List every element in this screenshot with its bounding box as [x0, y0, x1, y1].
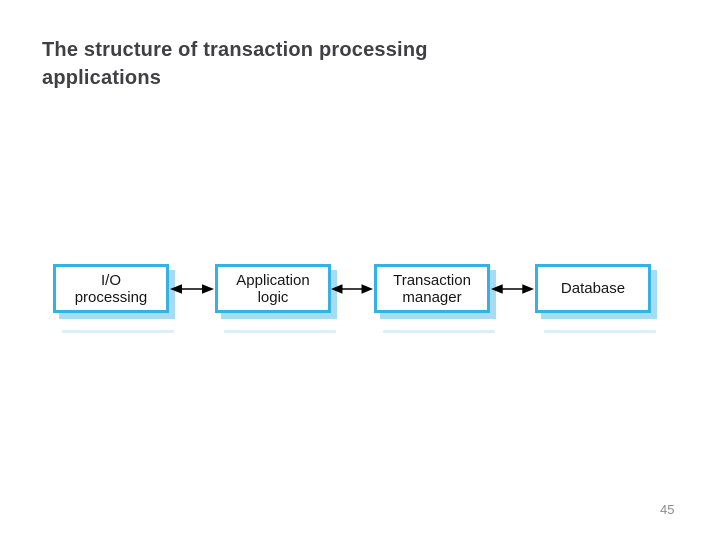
- double-arrow-icon: [331, 284, 373, 294]
- box-reflection-strip: [544, 330, 656, 333]
- diagram-box-io-processing: I/O processing: [53, 264, 169, 313]
- double-arrow-icon: [170, 284, 214, 294]
- box-label-line: processing: [74, 288, 148, 306]
- box-label-line: logic: [257, 288, 289, 306]
- box-label-line: manager: [402, 288, 462, 306]
- box-label-line: Transaction: [393, 271, 471, 289]
- diagram-box-transaction-manager: Transaction manager: [374, 264, 490, 313]
- box-label-line: Database: [560, 280, 626, 297]
- diagram-box-application-logic: Application logic: [215, 264, 331, 313]
- slide-title-line2: applications: [42, 67, 162, 89]
- slide-title: The structure of transaction processing …: [42, 36, 542, 92]
- box-reflection-strip: [224, 330, 336, 333]
- page-number: 45: [660, 502, 675, 517]
- box-reflection-strip: [383, 330, 495, 333]
- box-reflection-strip: [62, 330, 174, 333]
- box-label-line: I/O: [100, 271, 121, 289]
- slide-title-line1: The structure of transaction processing: [42, 39, 428, 61]
- box-label-line: Application: [236, 271, 310, 289]
- double-arrow-icon: [491, 284, 534, 294]
- diagram-box-database: Database: [535, 264, 651, 313]
